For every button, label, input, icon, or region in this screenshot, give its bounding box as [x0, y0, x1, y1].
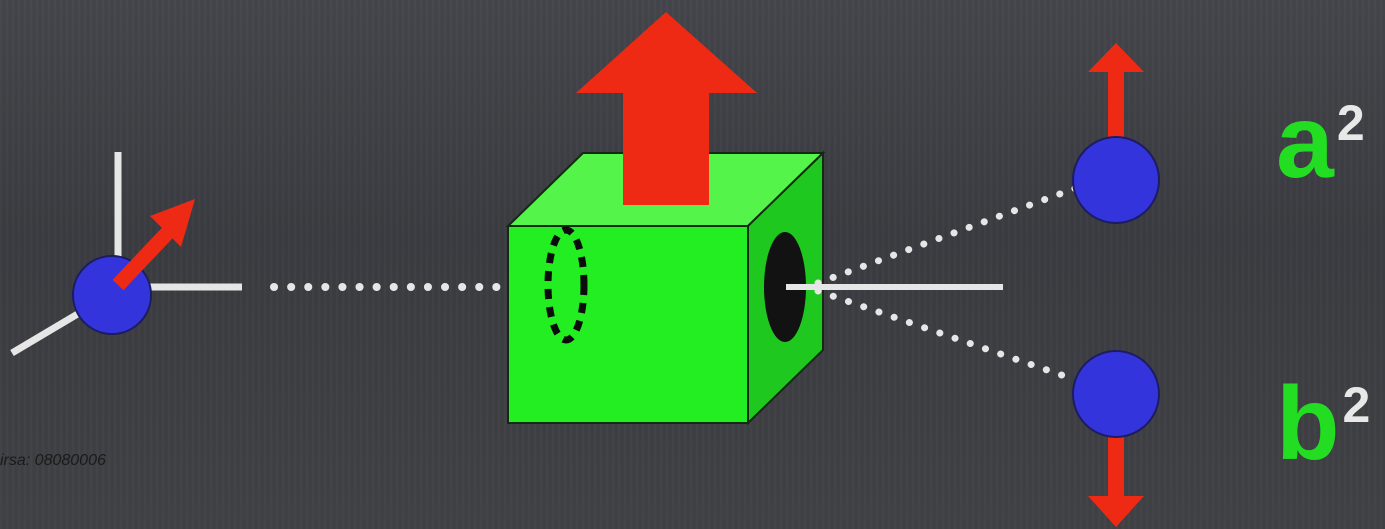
- upper-particle: [1073, 137, 1159, 223]
- upper-beam-path: [818, 188, 1076, 283]
- lower-spin-arrow: [1088, 428, 1144, 527]
- upper-label-letter: a: [1276, 84, 1334, 200]
- cube-front-face: [508, 226, 748, 423]
- lower-label-letter: b: [1276, 366, 1340, 482]
- upper-label-exponent: 2: [1337, 95, 1365, 151]
- watermark-text: irsa: 08080006: [0, 452, 106, 470]
- lower-beam-path: [818, 291, 1076, 380]
- lower-probability-label: b2: [1276, 372, 1370, 476]
- lower-particle: [1073, 351, 1159, 437]
- lower-label-exponent: 2: [1343, 377, 1371, 433]
- incoming-spin-arrow: [118, 199, 195, 285]
- upper-spin-arrow: [1088, 43, 1144, 146]
- upper-probability-label: a2: [1276, 90, 1365, 194]
